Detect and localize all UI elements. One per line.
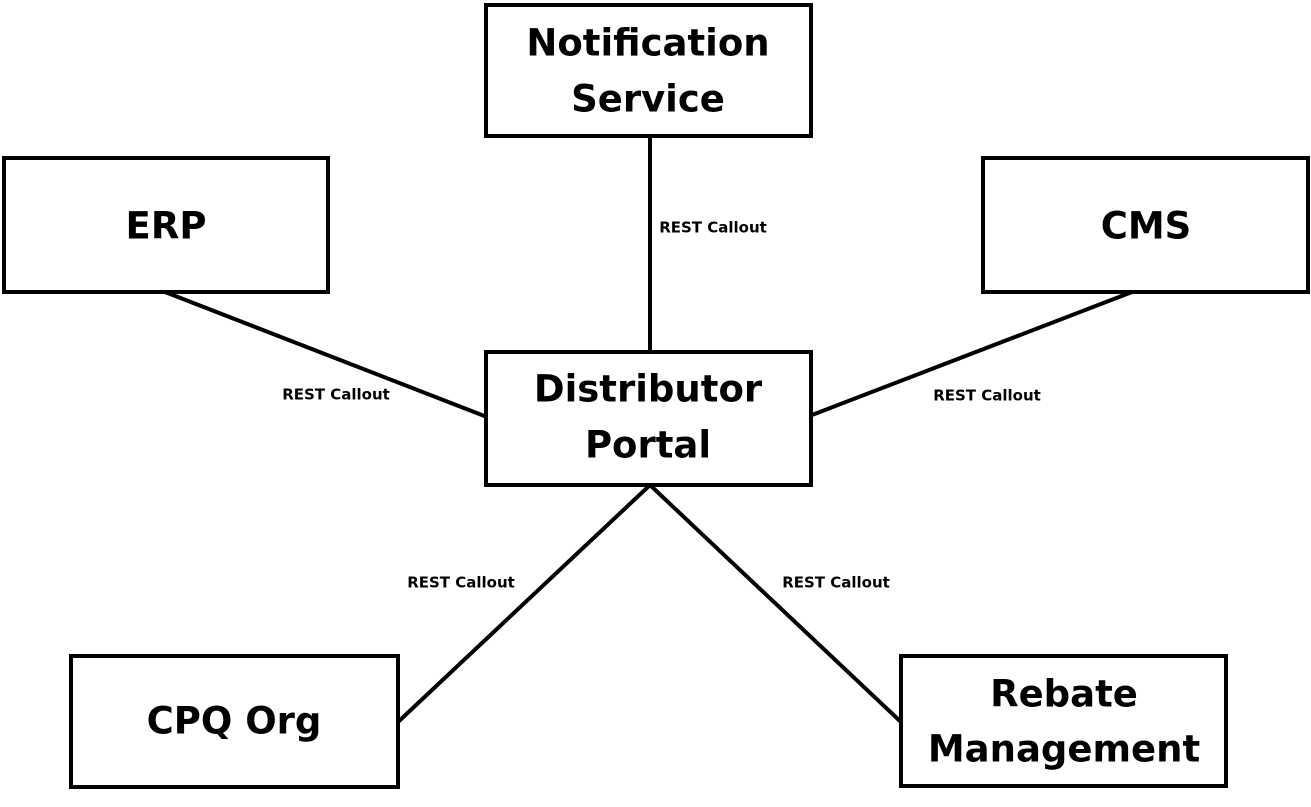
node-label-line-2: Service (571, 78, 725, 121)
node-distributor-portal: Distributor Portal (484, 350, 813, 487)
edge-label-erp-portal: REST Callout (282, 386, 390, 404)
node-label-line-1: Notification (526, 22, 769, 65)
node-label: ERP (126, 205, 207, 248)
node-label-line-2: Portal (585, 424, 711, 467)
node-box (484, 350, 813, 487)
node-notification-service: Notification Service (484, 3, 813, 138)
node-label: CMS (1101, 205, 1192, 248)
node-cms: CMS (981, 156, 1310, 294)
edge-label-rebate-portal: REST Callout (782, 574, 890, 592)
edge-label-cms-portal: REST Callout (933, 387, 1041, 405)
edge-label-notification-portal: REST Callout (659, 219, 767, 237)
edge-label-cpq-portal: REST Callout (407, 574, 515, 592)
node-box (69, 654, 400, 789)
node-box (981, 156, 1310, 294)
node-label: CPQ Org (147, 700, 322, 743)
edge-line-cpq-portal (396, 483, 652, 724)
edge-line-cms-portal (811, 290, 1133, 417)
node-box (484, 3, 813, 138)
node-box (899, 654, 1228, 788)
node-box (2, 156, 330, 294)
node-rebate-management: Rebate Management (899, 654, 1228, 788)
node-label-line-2: Management (928, 728, 1200, 771)
edge-line-erp-portal (164, 290, 488, 419)
node-erp: ERP (2, 156, 330, 294)
node-label-line-1: Distributor (534, 368, 763, 411)
node-label-line-1: Rebate (990, 673, 1138, 716)
edge-line-rebate-portal (648, 483, 903, 724)
node-cpq-org: CPQ Org (69, 654, 400, 789)
